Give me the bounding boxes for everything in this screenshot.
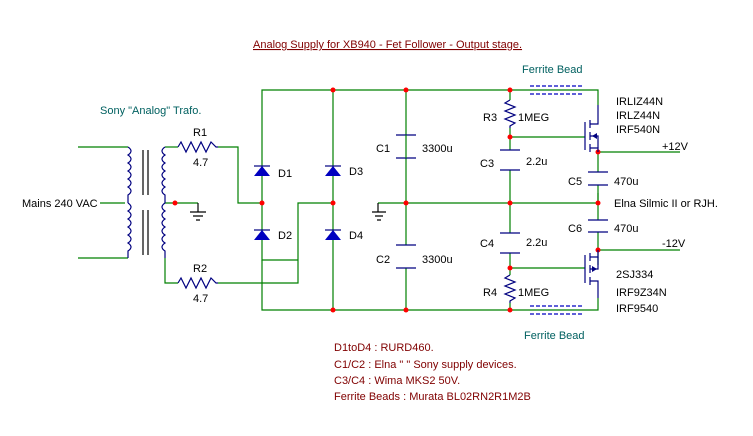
c3-value: 2.2u [526, 156, 547, 168]
c6-ref: C6 [568, 223, 582, 235]
c5-value: 470u [614, 176, 638, 188]
mosfet-top [584, 105, 599, 152]
diode-d3 [325, 165, 341, 176]
c2-value: 3300u [422, 254, 453, 266]
r2-value: 4.7 [193, 293, 208, 305]
r1-value: 4.7 [193, 157, 208, 169]
mosfet-top-part-3: IRF540N [616, 124, 660, 136]
resistor-r4 [503, 274, 517, 303]
mosfet-bottom-part-3: IRF9540 [616, 303, 658, 315]
capacitor-c6 [588, 219, 608, 233]
resistor-r3 [503, 99, 517, 128]
mosfet-top-part-2: IRLZ44N [616, 110, 660, 122]
pos-rail-label: +12V [662, 141, 689, 153]
mosfet-bottom-part-2: IRF9Z34N [616, 287, 667, 299]
ground-icon [190, 203, 206, 221]
mosfet-bottom-part-1: 2SJ334 [616, 269, 653, 281]
mosfet-bottom [584, 250, 599, 298]
d2-label: D2 [278, 230, 292, 242]
d1-label: D1 [278, 168, 292, 180]
junction-dots [172, 87, 601, 313]
mains-label: Mains 240 VAC [22, 198, 98, 210]
transformer [126, 146, 167, 258]
r1-ref: R1 [193, 127, 207, 139]
note-line: C1/C2 : Elna " " Sony supply devices. [334, 359, 517, 371]
r3-ref: R3 [483, 112, 497, 124]
note-line: D1toD4 : RURD460. [334, 342, 434, 354]
note-line: Ferrite Beads : Murata BL02RN2R1M2B [334, 391, 531, 403]
diode-d4 [325, 229, 341, 240]
r4-ref: R4 [483, 287, 497, 299]
note-line: C3/C4 : Wima MKS2 50V. [334, 375, 460, 387]
diagram-title: Analog Supply for XB940 - Fet Follower -… [253, 39, 522, 51]
transformer-label: Sony "Analog" Trafo. [100, 105, 201, 117]
c4-value: 2.2u [526, 237, 547, 249]
ferrite-top-label: Ferrite Bead [522, 64, 583, 76]
neg-rail-label: -12V [662, 238, 686, 250]
c2-ref: C2 [376, 254, 390, 266]
diode-d2 [254, 229, 270, 240]
r2-ref: R2 [193, 263, 207, 275]
resistor-r2 [177, 276, 218, 290]
diode-d1 [254, 165, 270, 176]
c3-ref: C3 [480, 158, 494, 170]
resistor-r1 [177, 140, 218, 154]
c5-ref: C5 [568, 176, 582, 188]
d3-label: D3 [349, 166, 363, 178]
r4-value: 1MEG [518, 287, 549, 299]
capacitor-c4 [500, 232, 520, 254]
capacitor-c5 [588, 171, 608, 186]
c1-ref: C1 [376, 143, 390, 155]
r3-value: 1MEG [518, 112, 549, 124]
ground-icon [372, 203, 386, 221]
c4-ref: C4 [480, 238, 494, 250]
capacitor-c2 [396, 244, 416, 269]
d4-label: D4 [349, 230, 363, 242]
c6-value: 470u [614, 223, 638, 235]
ferrite-bottom-label: Ferrite Bead [524, 330, 585, 342]
ferrite-bead-top [530, 85, 582, 95]
mosfet-top-part-1: IRLIZ44N [616, 96, 663, 108]
capacitor-c3 [500, 149, 520, 171]
c1-value: 3300u [422, 143, 453, 155]
parts-notes: D1toD4 : RURD460. C1/C2 : Elna " " Sony … [334, 342, 531, 403]
capacitor-c1 [396, 134, 416, 159]
ferrite-bead-bottom [530, 305, 582, 315]
cap-type-note: Elna Silmic II or RJH. [614, 198, 718, 210]
